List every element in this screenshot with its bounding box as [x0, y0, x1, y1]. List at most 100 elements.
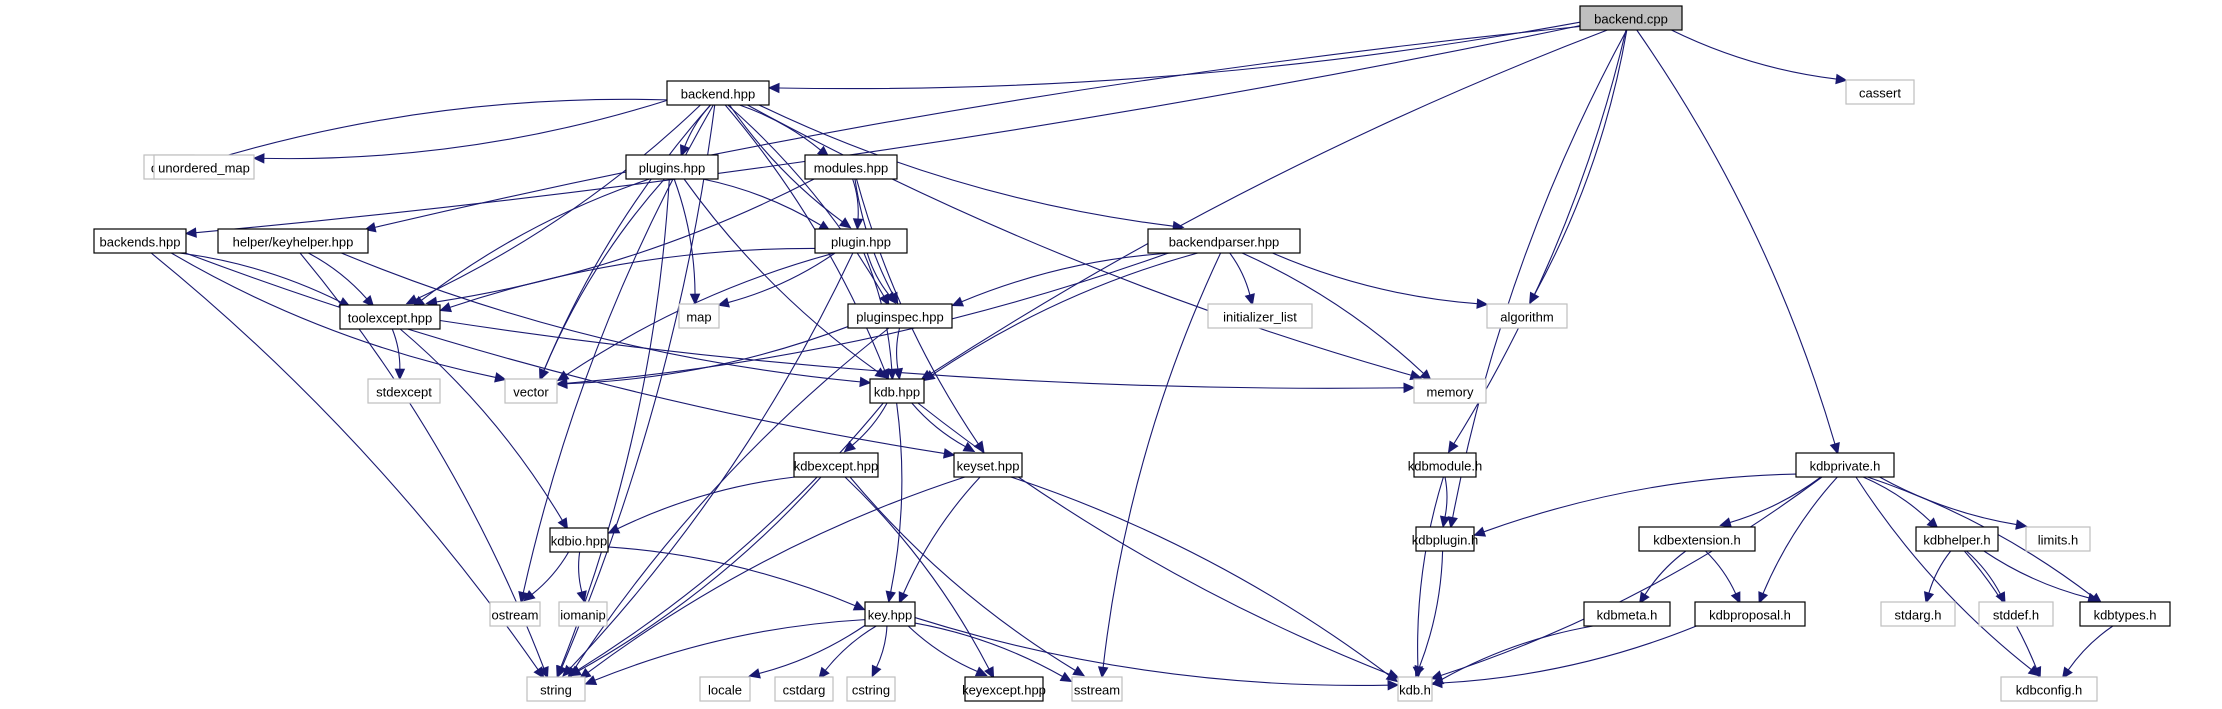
node-kdbplugin-h[interactable]: kdbplugin.h: [1412, 526, 1479, 552]
arrowhead-icon: [557, 517, 569, 531]
edge-kdbexcept-hpp-to-sstream: [849, 476, 1086, 677]
edge-key-hpp-to-sstream: [914, 622, 1073, 683]
node-backendparser-hpp[interactable]: backendparser.hpp: [1147, 228, 1301, 254]
node-label: stdarg.h: [1895, 608, 1942, 623]
node-backend-hpp[interactable]: backend.hpp: [666, 80, 770, 106]
edge-line: [1862, 476, 1931, 522]
edge-line: [1983, 550, 2090, 599]
node-label: plugin.hpp: [831, 235, 891, 250]
node-box: [504, 378, 558, 404]
edge-kdbio-hpp-to-iomanip: [576, 551, 587, 603]
node-label: kdbmeta.h: [1597, 608, 1658, 623]
node-modules-hpp[interactable]: modules.hpp: [804, 154, 898, 180]
edge-line: [203, 98, 668, 163]
arrowhead-icon: [689, 293, 701, 306]
edge-backend-cpp-to-keyhelper-hpp: [363, 25, 1581, 233]
node-box: [2000, 676, 2098, 702]
node-box: [774, 676, 834, 702]
node-plugins-hpp[interactable]: plugins.hpp: [625, 154, 719, 180]
node-backend-cpp[interactable]: backend.cpp: [1579, 5, 1683, 31]
arrowhead-icon: [1476, 298, 1489, 309]
node-key-hpp[interactable]: key.hpp: [864, 601, 916, 627]
node-kdbextension-h[interactable]: kdbextension.h: [1638, 526, 1756, 552]
node-kdbprivate-h[interactable]: kdbprivate.h: [1795, 452, 1895, 478]
edge-line: [729, 104, 843, 223]
node-box: [1207, 303, 1313, 329]
node-keyexcept-hpp[interactable]: keyexcept.hpp: [962, 676, 1046, 702]
arrowhead-icon: [1403, 382, 1416, 394]
node-kdbproposal-h[interactable]: kdbproposal.h: [1694, 601, 1806, 627]
node-keyhelper-hpp[interactable]: helper/keyhelper.hpp: [217, 228, 369, 254]
edge-kdbprivate-h-to-kdbproposal-h: [1758, 476, 1838, 604]
edge-line: [565, 252, 835, 376]
arrowhead-icon: [2015, 519, 2028, 530]
edge-pluginspec-hpp-to-kdb-hpp: [892, 327, 904, 381]
node-box: [526, 676, 586, 702]
node-box: [1880, 601, 1956, 627]
arrowhead-icon: [1244, 293, 1255, 306]
edge-key-hpp-to-cstring: [871, 625, 888, 678]
node-box: [1413, 452, 1477, 478]
edge-line: [573, 327, 890, 670]
node-kdbtypes-h[interactable]: kdbtypes.h: [2079, 601, 2171, 627]
edge-line: [1928, 550, 1952, 594]
arrowhead-icon: [1387, 679, 1400, 691]
arrowhead-icon: [494, 372, 507, 383]
node-label: plugins.hpp: [639, 161, 706, 176]
edge-backend-hpp-to-deque: [193, 98, 668, 168]
edge-line: [566, 326, 849, 385]
node-algorithm: algorithm: [1486, 303, 1568, 329]
node-label: locale: [708, 683, 742, 698]
arrowhead-icon: [1414, 664, 1425, 678]
node-label: kdbmodule.h: [1408, 459, 1482, 474]
edge-line: [824, 625, 877, 671]
edge-kdbprivate-h-to-kdbplugin-h: [1473, 473, 1797, 537]
node-kdbmodule-h[interactable]: kdbmodule.h: [1408, 452, 1482, 478]
node-memory: memory: [1413, 378, 1487, 404]
node-label: backend.cpp: [1594, 12, 1668, 27]
arrowhead-icon: [885, 590, 896, 604]
node-pluginspec-hpp[interactable]: pluginspec.hpp: [847, 303, 953, 329]
arrowhead-icon: [717, 297, 730, 308]
node-kdbhelper-h[interactable]: kdbhelper.h: [1915, 526, 1999, 552]
node-label: kdbtypes.h: [2094, 608, 2157, 623]
node-label: sstream: [1074, 683, 1120, 698]
edge-line: [566, 252, 1169, 384]
edge-plugins-hpp-to-map: [673, 178, 701, 306]
node-unordered-map: unordered_map: [153, 154, 255, 180]
node-toolexcept-hpp[interactable]: toolexcept.hpp: [339, 304, 441, 330]
arrowhead-icon: [2061, 666, 2073, 680]
node-box: [864, 601, 916, 627]
arrowhead-icon: [252, 153, 265, 164]
node-box: [558, 601, 608, 627]
edge-key-hpp-to-locale: [748, 624, 866, 679]
node-label: helper/keyhelper.hpp: [233, 235, 354, 250]
node-kdbexcept-hpp[interactable]: kdbexcept.hpp: [793, 452, 879, 478]
node-box: [869, 378, 925, 404]
node-kdbio-hpp[interactable]: kdbio.hpp: [549, 527, 609, 553]
arrowhead-icon: [974, 666, 988, 677]
arrowhead-icon: [555, 378, 568, 389]
edge-line: [1441, 625, 1594, 681]
node-plugin-hpp[interactable]: plugin.hpp: [814, 228, 908, 254]
edge-line: [702, 178, 822, 226]
node-backends-hpp[interactable]: backends.hpp: [93, 228, 187, 254]
node-box: [217, 228, 369, 254]
node-label: stddef.h: [1993, 608, 2039, 623]
node-kdbmeta-h[interactable]: kdbmeta.h: [1583, 601, 1671, 627]
node-cassert: cassert: [1845, 79, 1915, 105]
node-map: map: [678, 303, 720, 329]
node-box: [1415, 526, 1475, 552]
node-keyset-hpp[interactable]: keyset.hpp: [953, 452, 1023, 478]
node-box: [1579, 5, 1683, 31]
node-box: [1147, 228, 1301, 254]
node-kdb-hpp[interactable]: kdb.hpp: [869, 378, 925, 404]
edge-line: [341, 252, 861, 383]
arrowhead-icon: [1758, 591, 1769, 604]
edge-line: [1440, 476, 1823, 677]
edge-backend-cpp-to-backends-hpp: [184, 25, 1581, 238]
arrowhead-icon: [679, 144, 690, 157]
edge-line: [308, 252, 368, 300]
edge-line: [374, 25, 1581, 228]
node-label: toolexcept.hpp: [348, 311, 433, 326]
